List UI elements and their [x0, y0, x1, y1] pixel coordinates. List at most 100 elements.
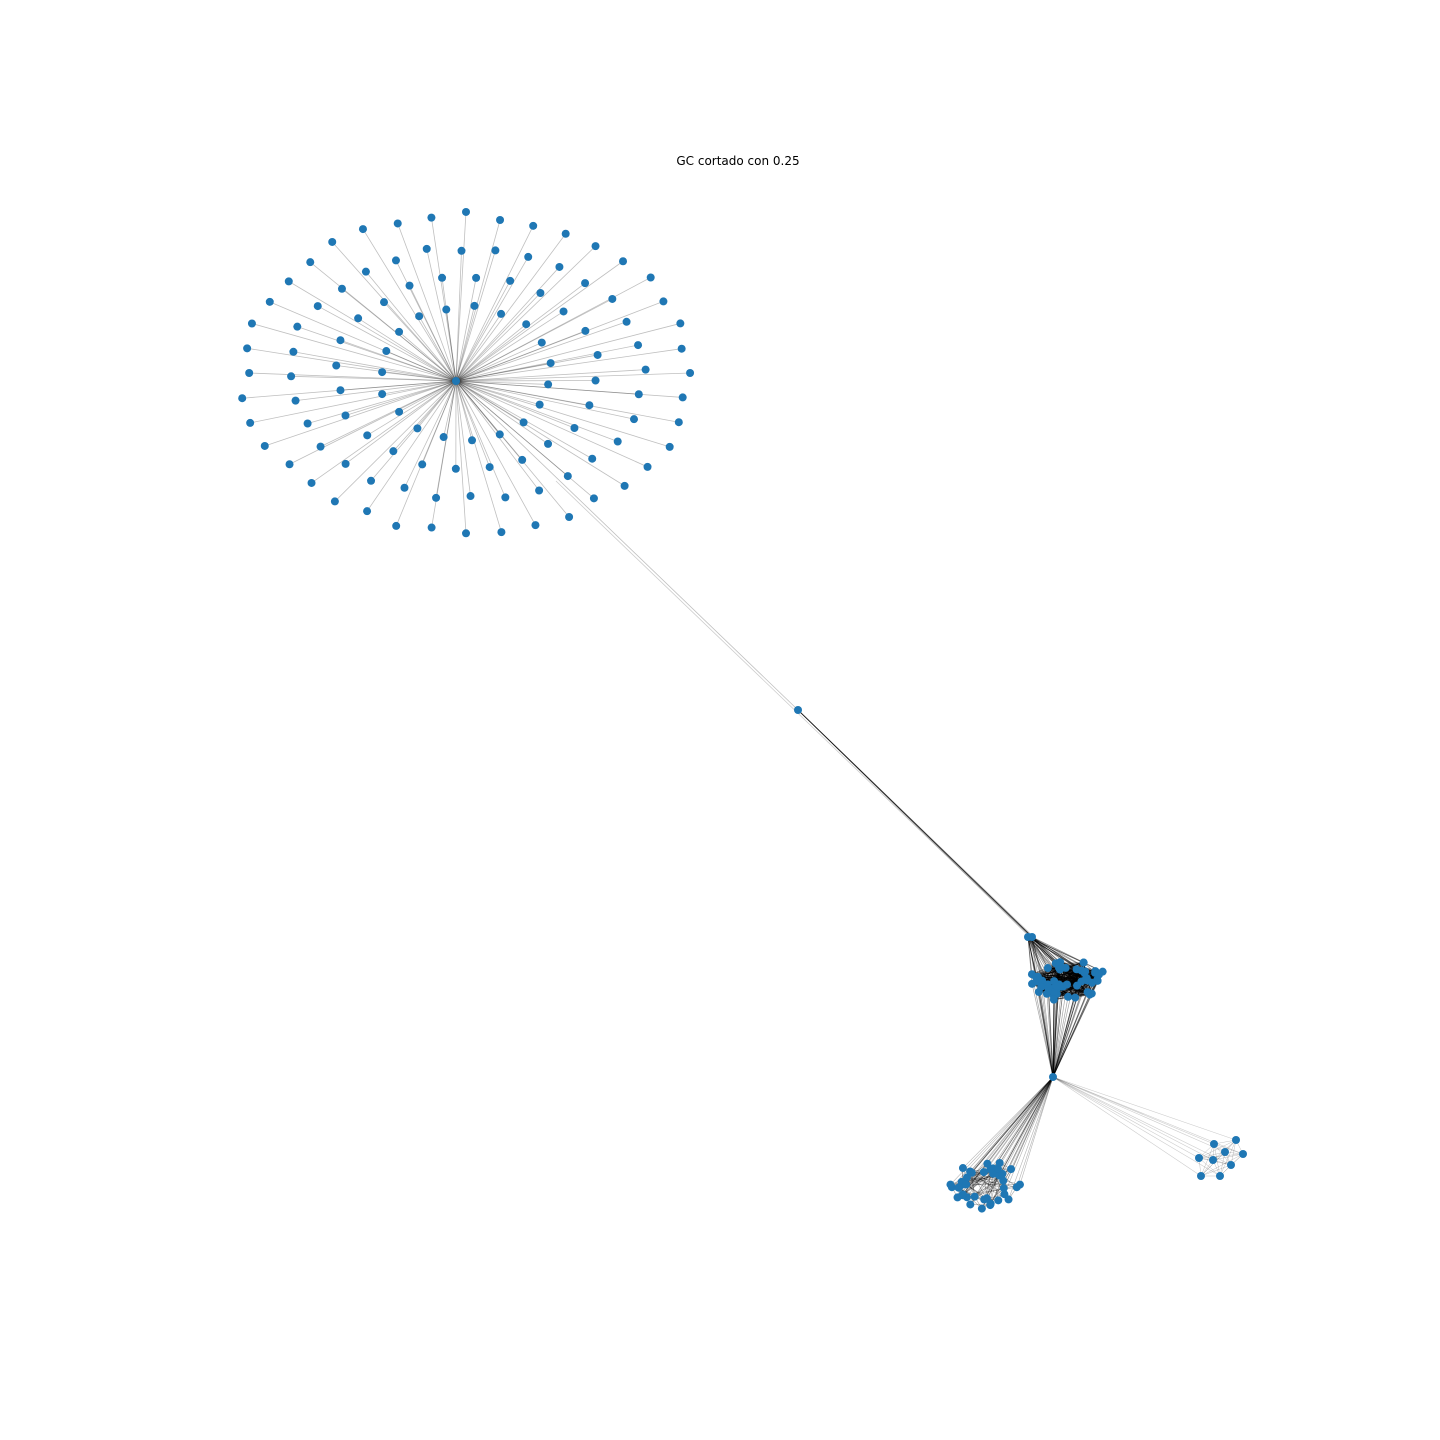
star-leaf-node — [432, 493, 441, 502]
medium-edge — [969, 1171, 1004, 1189]
star-edge — [455, 298, 613, 382]
star-edge — [455, 380, 549, 385]
star-edge — [317, 305, 457, 382]
star-edge — [455, 380, 491, 468]
star-edge — [340, 339, 457, 382]
dense-edge — [1027, 936, 1064, 987]
star-edge — [455, 256, 529, 382]
star-edge — [397, 223, 457, 382]
medium-cluster-node — [962, 1180, 971, 1189]
star-leaf-node — [439, 433, 448, 442]
dense-edge — [1042, 968, 1077, 981]
bridge-edge — [797, 709, 1032, 937]
dense-edge — [1031, 936, 1061, 963]
connector-edge — [1052, 1076, 1221, 1177]
connector-edge — [1031, 936, 1054, 1078]
star-leaf-node — [546, 359, 555, 368]
dense-cluster-node — [1080, 968, 1089, 977]
star-leaf-node — [413, 424, 422, 433]
connector-edge — [987, 1076, 1054, 1164]
star-edge — [310, 261, 457, 382]
star-edge — [455, 282, 586, 382]
connector-edge — [965, 1076, 1054, 1185]
connector-edge — [1052, 996, 1055, 1078]
star-leaf-node — [289, 347, 298, 356]
star-edge — [398, 331, 457, 382]
star-leaf-node — [285, 460, 294, 469]
bridge-edge — [797, 709, 1034, 937]
star-leaf-node — [391, 256, 400, 265]
connector-edge — [957, 1076, 1054, 1198]
star-leaf-node — [293, 322, 302, 331]
star-leaf-node — [495, 430, 504, 439]
connector-edge — [1052, 971, 1086, 1078]
dense-edge — [1031, 936, 1096, 974]
connector-edge — [1052, 996, 1069, 1078]
small-cluster-node — [1195, 1154, 1203, 1162]
medium-edge — [992, 1173, 999, 1201]
dense-edge — [1031, 936, 1049, 969]
medium-cluster-node — [966, 1200, 975, 1209]
star-edge — [295, 380, 457, 402]
dense-edge — [1027, 936, 1060, 985]
medium-cluster-node — [958, 1164, 967, 1173]
star-edge — [455, 233, 567, 382]
star-leaf-node — [361, 267, 370, 276]
star-leaf-node — [677, 344, 686, 353]
connector-edge — [1052, 1076, 1202, 1177]
connector-edge — [1052, 992, 1088, 1078]
dense-edge — [1066, 962, 1084, 985]
star-edge — [345, 380, 457, 416]
connector-edge — [1052, 988, 1058, 1078]
connector-edge — [1052, 1076, 1200, 1159]
dense-cluster-node — [1044, 983, 1053, 992]
star-leaf-node — [559, 307, 568, 316]
star-edge — [455, 250, 462, 382]
connector-edge — [1036, 981, 1054, 1078]
star-leaf-node — [678, 393, 687, 402]
star-leaf-node — [585, 401, 594, 410]
dense-edge — [1031, 936, 1043, 981]
connector-edge — [966, 1076, 1054, 1178]
star-leaf-node — [462, 207, 470, 216]
star-leaf-node — [246, 418, 255, 427]
connector-edge — [1052, 971, 1086, 1078]
star-leaf-node — [363, 431, 372, 440]
star-leaf-node — [630, 415, 639, 424]
star-edge — [455, 380, 467, 534]
dense-edge — [1027, 936, 1082, 971]
small-cluster-node — [1232, 1136, 1240, 1144]
connector-edge — [950, 1076, 1054, 1185]
star-edge — [297, 326, 457, 382]
star-leaf-node — [506, 276, 515, 285]
bridge-edge — [797, 709, 1035, 940]
dense-cluster-node — [1063, 980, 1072, 989]
small-cluster-node — [1216, 1172, 1224, 1180]
star-leaf-node — [307, 478, 316, 487]
connector-edge — [1038, 991, 1054, 1078]
medium-cluster-node — [955, 1183, 964, 1192]
connector-edge — [981, 1076, 1054, 1209]
star-leaf-node — [415, 312, 424, 321]
star-leaf-node — [531, 521, 540, 530]
bridge-edge — [797, 709, 1034, 939]
star-leaf-node — [472, 273, 481, 282]
medium-cluster-node — [946, 1180, 955, 1189]
star-edge — [445, 309, 457, 382]
connector-edge — [983, 1076, 1054, 1200]
star-leaf-node — [535, 400, 544, 409]
medium-edge — [962, 1168, 994, 1195]
star-leaf-node — [422, 244, 431, 253]
star-leaf-node — [380, 298, 389, 307]
dense-cluster-node — [1085, 990, 1094, 999]
star-edge — [443, 380, 457, 438]
star-edge — [455, 219, 501, 382]
star-leaf-node — [427, 213, 436, 222]
star-edge — [455, 380, 501, 435]
star-leaf-node — [591, 242, 600, 251]
star-leaf-node — [555, 262, 564, 271]
connector-edge — [990, 1076, 1054, 1170]
star-leaf-node — [641, 365, 650, 374]
connector-edge — [962, 1076, 1054, 1195]
star-leaf-node — [674, 418, 683, 427]
